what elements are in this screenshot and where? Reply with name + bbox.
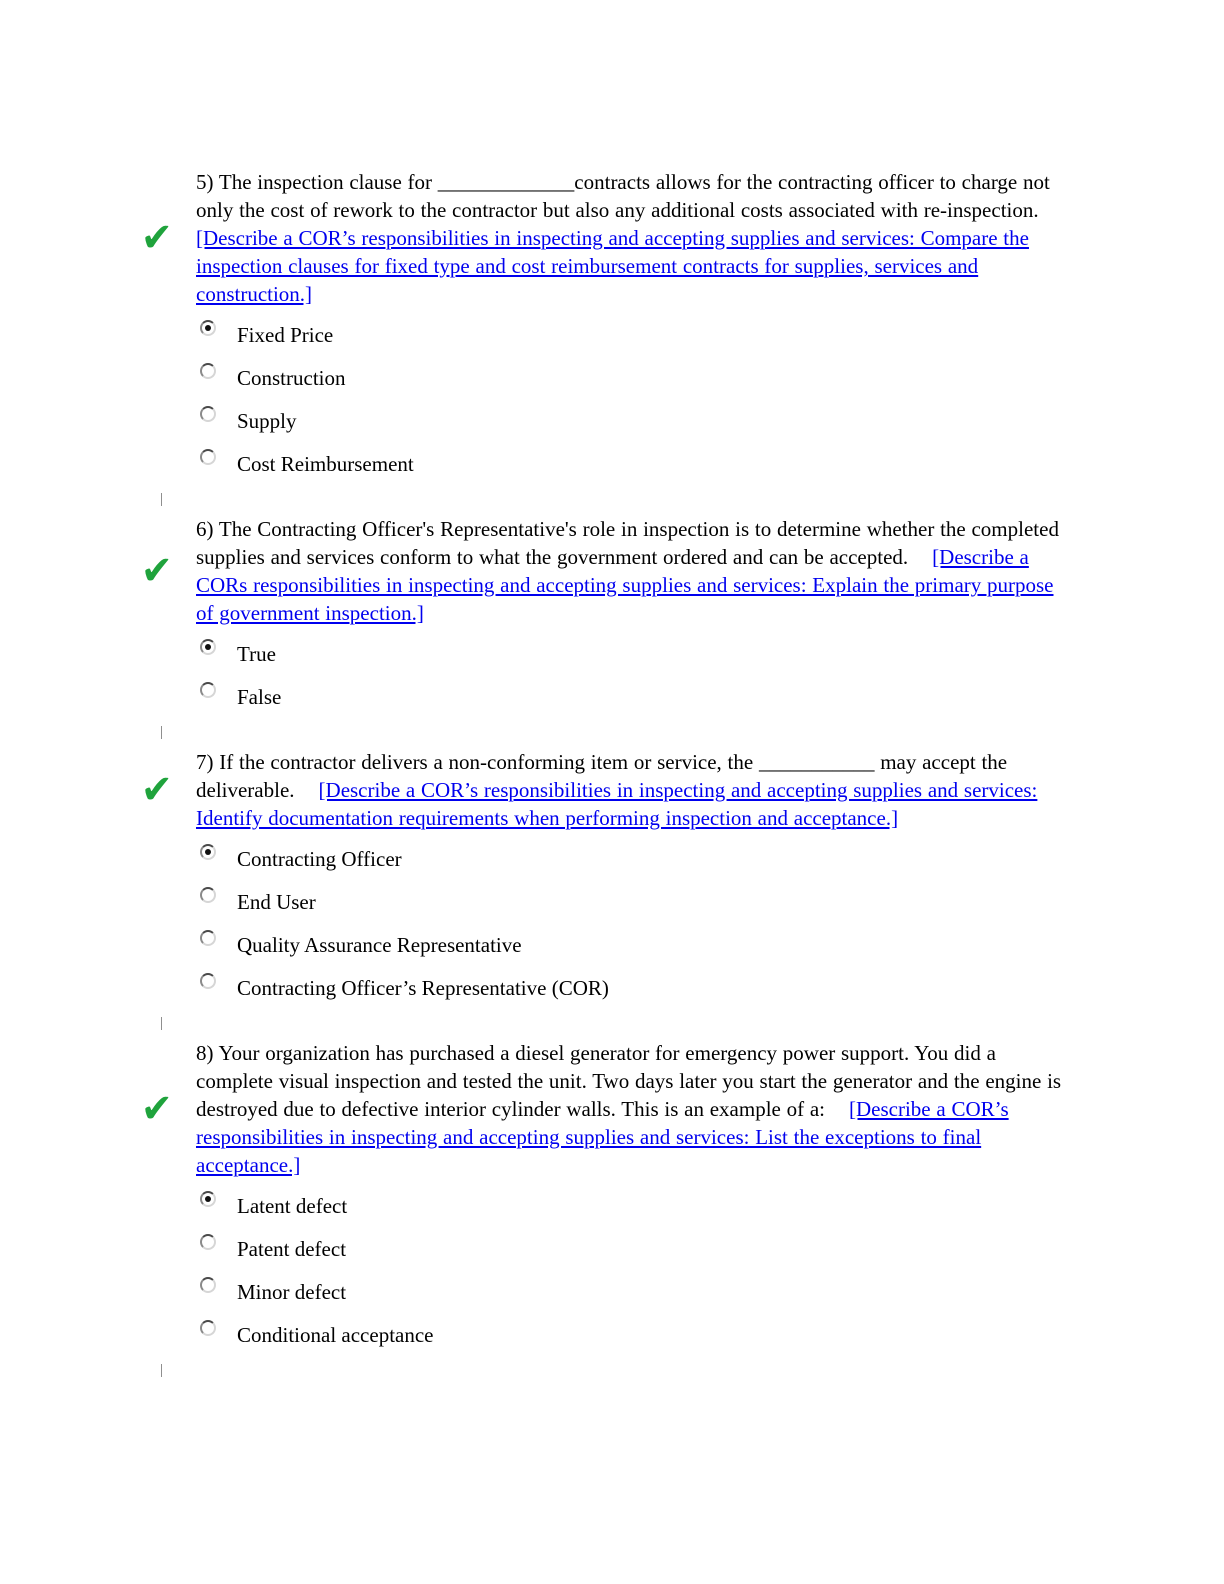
option-label[interactable]: Supply bbox=[237, 409, 297, 433]
option-row[interactable]: Quality Assurance Representative bbox=[200, 926, 1224, 969]
question-status-column: ✔ bbox=[140, 770, 196, 810]
option-label[interactable]: Minor defect bbox=[237, 1280, 347, 1304]
option-row[interactable]: End User bbox=[200, 883, 1224, 926]
correct-checkmark-icon: ✔ bbox=[140, 215, 173, 261]
question-text: 7) If the contractor delivers a non-conf… bbox=[196, 748, 1076, 832]
question-block-6: ✔ 6) The Contracting Officer's Represent… bbox=[140, 515, 1224, 748]
quiz-page: ✔ 5) The inspection clause for _________… bbox=[140, 168, 1224, 1386]
options-group: True False bbox=[200, 627, 1224, 721]
correct-checkmark-icon: ✔ bbox=[140, 767, 173, 813]
question-stem: 8) Your organization has purchased a die… bbox=[196, 1041, 1062, 1121]
option-row[interactable]: Cost Reimbursement bbox=[200, 445, 1224, 488]
option-row[interactable]: Conditional acceptance bbox=[200, 1316, 1224, 1359]
option-label[interactable]: Conditional acceptance bbox=[237, 1323, 434, 1347]
options-group: Contracting Officer End User Quality Ass… bbox=[200, 832, 1224, 1012]
option-row[interactable]: Contracting Officer’s Representative (CO… bbox=[200, 969, 1224, 1012]
paragraph-end-mark bbox=[161, 1359, 1224, 1386]
question-block-8: ✔ 8) Your organization has purchased a d… bbox=[140, 1039, 1224, 1386]
option-row[interactable]: Patent defect bbox=[200, 1230, 1224, 1273]
paragraph-end-mark bbox=[161, 721, 1224, 748]
correct-checkmark-icon: ✔ bbox=[140, 548, 173, 594]
question-status-column: ✔ bbox=[140, 1089, 196, 1129]
radio-button[interactable] bbox=[200, 973, 216, 989]
radio-button[interactable] bbox=[200, 639, 216, 655]
option-row[interactable]: False bbox=[200, 678, 1224, 721]
option-label[interactable]: Contracting Officer bbox=[237, 847, 402, 871]
question-block-7: ✔ 7) If the contractor delivers a non-co… bbox=[140, 748, 1224, 1039]
question-text: 6) The Contracting Officer's Representat… bbox=[196, 515, 1076, 627]
option-row[interactable]: Fixed Price bbox=[200, 316, 1224, 359]
option-label[interactable]: True bbox=[237, 642, 276, 666]
option-label[interactable]: Contracting Officer’s Representative (CO… bbox=[237, 976, 609, 1000]
radio-button[interactable] bbox=[200, 1277, 216, 1293]
option-label[interactable]: False bbox=[237, 685, 282, 709]
radio-button[interactable] bbox=[200, 844, 216, 860]
learning-objective-link[interactable]: [Describe a COR’s responsibilities in in… bbox=[196, 1097, 1009, 1177]
radio-button[interactable] bbox=[200, 930, 216, 946]
option-label[interactable]: Construction bbox=[237, 366, 346, 390]
radio-button[interactable] bbox=[200, 449, 216, 465]
radio-button[interactable] bbox=[200, 887, 216, 903]
question-block-5: ✔ 5) The inspection clause for _________… bbox=[140, 168, 1224, 515]
question-status-column: ✔ bbox=[140, 218, 196, 258]
question-text: 8) Your organization has purchased a die… bbox=[196, 1039, 1076, 1179]
option-label[interactable]: Patent defect bbox=[237, 1237, 347, 1261]
option-label[interactable]: Cost Reimbursement bbox=[237, 452, 414, 476]
radio-button[interactable] bbox=[200, 320, 216, 336]
question-status-column: ✔ bbox=[140, 551, 196, 591]
question-text: 5) The inspection clause for ___________… bbox=[196, 168, 1076, 308]
question-stem: 5) The inspection clause for ___________… bbox=[196, 170, 1050, 222]
correct-checkmark-icon: ✔ bbox=[140, 1086, 173, 1132]
radio-button[interactable] bbox=[200, 1234, 216, 1250]
options-group: Latent defect Patent defect Minor defect… bbox=[200, 1179, 1224, 1359]
option-row[interactable]: Latent defect bbox=[200, 1187, 1224, 1230]
option-label[interactable]: End User bbox=[237, 890, 316, 914]
radio-button[interactable] bbox=[200, 682, 216, 698]
option-row[interactable]: True bbox=[200, 635, 1224, 678]
option-label[interactable]: Latent defect bbox=[237, 1194, 348, 1218]
option-row[interactable]: Contracting Officer bbox=[200, 840, 1224, 883]
option-row[interactable]: Minor defect bbox=[200, 1273, 1224, 1316]
radio-button[interactable] bbox=[200, 406, 216, 422]
paragraph-end-mark bbox=[161, 1012, 1224, 1039]
learning-objective-link[interactable]: [Describe a COR’s responsibilities in in… bbox=[196, 778, 1038, 830]
options-group: Fixed Price Construction Supply Cost Rei… bbox=[200, 308, 1224, 488]
radio-button[interactable] bbox=[200, 1320, 216, 1336]
question-stem: 7) If the contractor delivers a non-conf… bbox=[196, 750, 1008, 802]
paragraph-end-mark bbox=[161, 488, 1224, 515]
option-row[interactable]: Supply bbox=[200, 402, 1224, 445]
option-row[interactable]: Construction bbox=[200, 359, 1224, 402]
learning-objective-link[interactable]: [Describe a COR’s responsibilities in in… bbox=[196, 226, 1029, 306]
radio-button[interactable] bbox=[200, 363, 216, 379]
option-label[interactable]: Quality Assurance Representative bbox=[237, 933, 522, 957]
question-stem: 6) The Contracting Officer's Representat… bbox=[196, 517, 1059, 569]
radio-button[interactable] bbox=[200, 1191, 216, 1207]
option-label[interactable]: Fixed Price bbox=[237, 323, 334, 347]
learning-objective-link[interactable]: [Describe a CORs responsibilities in ins… bbox=[196, 545, 1054, 625]
